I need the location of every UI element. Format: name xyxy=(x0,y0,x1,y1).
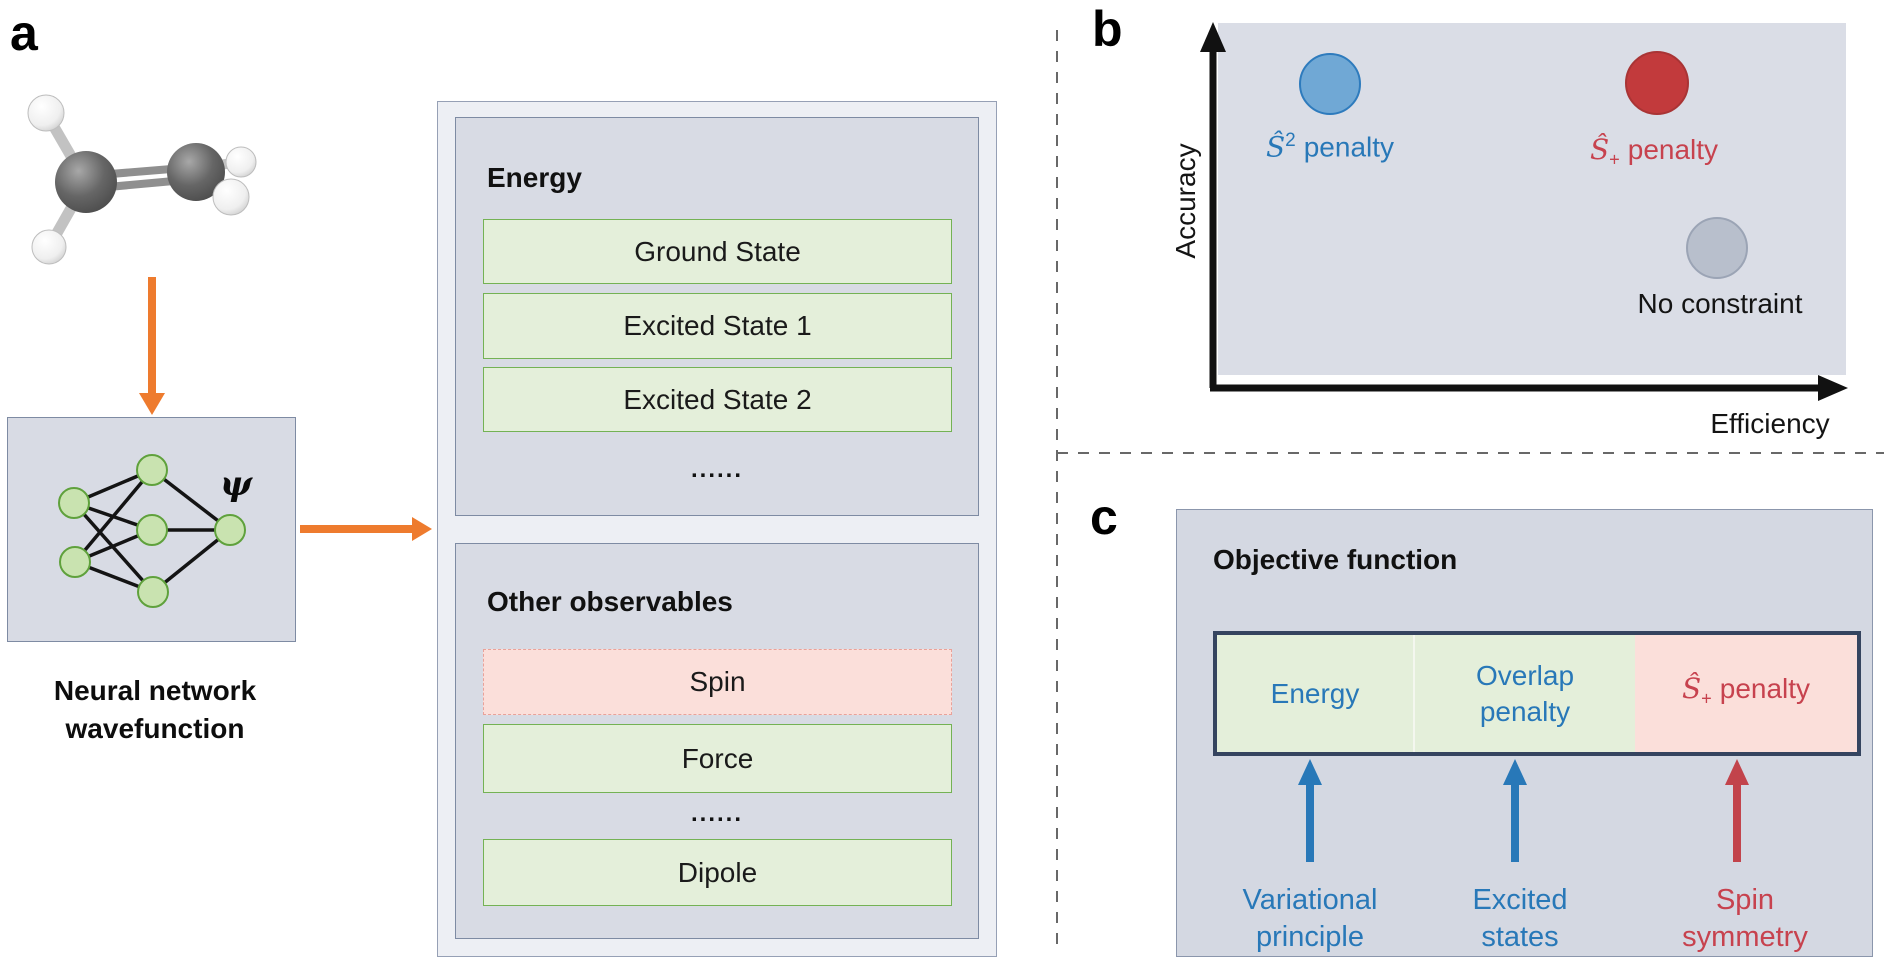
cell-splus-subscript: + xyxy=(1701,688,1712,709)
panel-c-label: c xyxy=(1090,489,1118,545)
s2-penalty-word: penalty xyxy=(1303,131,1395,163)
objective-function-box: Objective function Energy Overlap penalt… xyxy=(1176,509,1873,957)
force-box: Force xyxy=(483,724,952,793)
ground-state-box: Ground State xyxy=(483,219,952,284)
molecule-to-network-arrow xyxy=(139,277,165,415)
no-constraint-point xyxy=(1686,217,1748,279)
excited-states-label: Excited states xyxy=(1410,882,1630,956)
spin-symmetry-label: Spin symmetry xyxy=(1635,882,1855,956)
splus-hat-symbol: Ŝ xyxy=(1589,133,1610,166)
cell-splus-hat-symbol: Ŝ xyxy=(1681,671,1702,705)
hydrogen-atom xyxy=(31,229,67,265)
network-to-observables-arrow xyxy=(300,517,432,541)
no-constraint-label: No constraint xyxy=(1637,288,1803,319)
network-nodes xyxy=(58,454,246,608)
observables-ellipsis: ...... xyxy=(690,800,743,827)
overlap-penalty-cell: Overlap penalty xyxy=(1415,635,1635,752)
energy-panel-title: Energy xyxy=(487,162,582,193)
variational-principle-label: Variational principle xyxy=(1200,882,1420,956)
s2-penalty-label: Ŝ2 penalty xyxy=(1230,130,1430,163)
splus-penalty-cell: Ŝ+ penalty xyxy=(1635,635,1857,752)
overlap-line1: Overlap xyxy=(1475,659,1575,691)
psi-symbol: ψ xyxy=(220,464,253,504)
other-observables-title: Other observables xyxy=(487,586,733,617)
hydrogen-atom xyxy=(27,94,65,132)
observables-outer-box: Energy Ground State Excited State 1 Exci… xyxy=(437,101,997,957)
variational-line1: Variational xyxy=(1242,884,1378,916)
s2-superscript: 2 xyxy=(1285,130,1296,151)
energy-ellipsis: ...... xyxy=(690,456,743,483)
energy-panel: Energy Ground State Excited State 1 Exci… xyxy=(455,117,979,516)
s2-hat-symbol: Ŝ xyxy=(1265,130,1286,164)
x-axis xyxy=(1210,375,1848,401)
neural-network-graph: ψ xyxy=(58,454,253,608)
panel-a-label: a xyxy=(10,5,38,61)
variational-line2: principle xyxy=(1256,921,1364,953)
spin-line1: Spin xyxy=(1715,884,1775,916)
ethylene-molecule-image xyxy=(27,94,257,265)
y-axis-label: Accuracy xyxy=(1170,143,1201,259)
excited-line1: Excited xyxy=(1472,884,1568,916)
panel-b-label: b xyxy=(1092,1,1123,57)
other-observables-panel: Other observables Spin Force ...... Dipo… xyxy=(455,543,979,939)
hydrogen-atom xyxy=(225,146,257,178)
excited-state-2-box: Excited State 2 xyxy=(483,367,952,432)
objective-function-bar: Energy Overlap penalty Ŝ+ penalty xyxy=(1213,631,1861,756)
hydrogen-atom xyxy=(212,178,250,216)
splus-penalty-label: Ŝ+ penalty xyxy=(1554,133,1754,171)
spin-box: Spin xyxy=(483,649,952,715)
carbon-atom xyxy=(55,151,117,213)
nn-caption-line2: wavefunction xyxy=(65,713,245,744)
objective-function-title: Objective function xyxy=(1213,544,1458,575)
splus-penalty-word: penalty xyxy=(1627,134,1719,165)
s2-penalty-point xyxy=(1299,53,1361,115)
energy-term-cell: Energy xyxy=(1217,635,1415,752)
excited-state-1-box: Excited State 1 xyxy=(483,293,952,359)
nn-caption-line1: Neural network xyxy=(53,675,257,706)
dipole-box: Dipole xyxy=(483,839,952,906)
spin-line2: symmetry xyxy=(1682,921,1808,953)
excited-line2: states xyxy=(1481,921,1559,953)
splus-penalty-point xyxy=(1625,51,1689,115)
cell-splus-penalty-word: penalty xyxy=(1719,672,1811,704)
nn-caption: Neural network wavefunction xyxy=(5,672,305,748)
x-axis-label: Efficiency xyxy=(1710,408,1830,439)
carbon-atom xyxy=(167,143,225,201)
overlap-line2: penalty xyxy=(1479,695,1571,727)
splus-subscript: + xyxy=(1609,149,1620,170)
